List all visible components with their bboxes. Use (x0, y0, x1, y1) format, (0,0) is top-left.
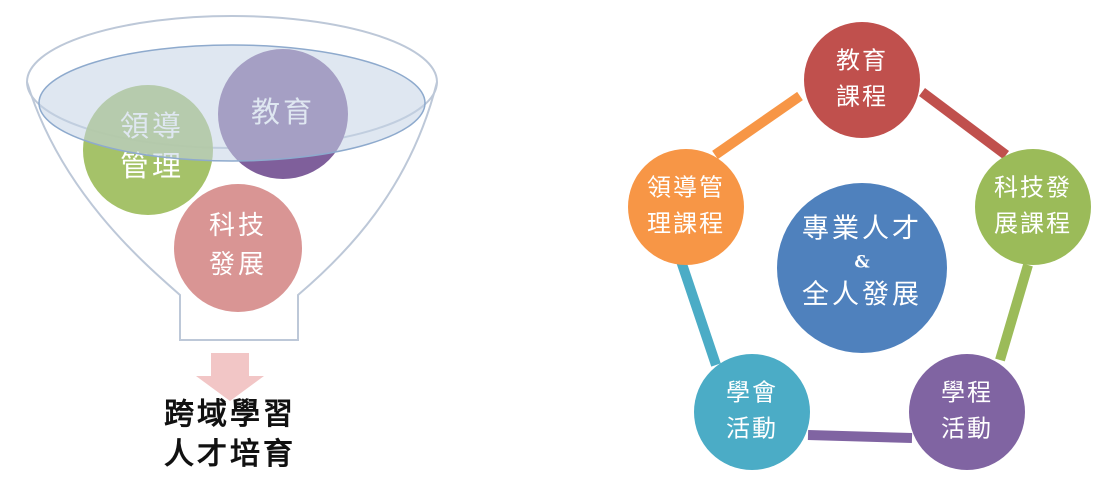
output-line-1: 跨域學習 (164, 397, 296, 432)
program-activity-node: 學程 活動 (909, 354, 1025, 470)
ring-segment-teal (675, 256, 721, 367)
ring-segment-green (995, 263, 1033, 362)
funnel-rim-inner (38, 44, 426, 162)
funnel-diagram: 領導 管理 教育 科技 發展 跨域學習 人才培育 (26, 15, 438, 472)
center-ampersand: & (854, 253, 870, 273)
leadership-course-line-1: 領導管 (647, 174, 725, 202)
program-activity-line-1: 學程 (941, 379, 993, 407)
technology-development-circle: 科技 發展 (174, 184, 302, 312)
ring-segment-orange (712, 91, 803, 160)
education-course-line-1: 教育 (836, 47, 888, 75)
program-activity-line-2: 活動 (941, 415, 993, 443)
center-line-1: 專業人才 (802, 214, 922, 245)
output-line-2: 人才培育 (164, 437, 296, 472)
ring-segment-red (919, 88, 1009, 159)
tech-development-course-node: 科技發 展課程 (975, 149, 1091, 265)
cycle-diagram: 專業人才 & 全人發展 教育 課程 科技發 展課程 學程 活動 學會 活動 領 (628, 22, 1091, 470)
association-activity-line-1: 學會 (726, 379, 778, 407)
leadership-management-course-node: 領導管 理課程 (628, 149, 744, 265)
association-activity-node: 學會 活動 (694, 354, 810, 470)
education-course-node: 教育 課程 (804, 22, 920, 138)
funnel-body (26, 81, 438, 341)
association-activity-line-2: 活動 (726, 415, 778, 443)
professional-talent-center-circle: 專業人才 & 全人發展 (777, 183, 947, 353)
cycle-ring (675, 88, 1033, 443)
leadership-course-line-2: 理課程 (647, 210, 725, 238)
down-arrow-icon (196, 353, 264, 401)
tech-course-line-2: 展課程 (994, 210, 1072, 238)
technology-line-1: 科技 (209, 211, 267, 241)
center-line-2: 全人發展 (802, 280, 922, 311)
technology-line-2: 發展 (209, 250, 267, 280)
education-course-line-2: 課程 (836, 83, 888, 111)
ring-segment-purple (807, 430, 913, 443)
tech-course-line-1: 科技發 (994, 174, 1072, 202)
